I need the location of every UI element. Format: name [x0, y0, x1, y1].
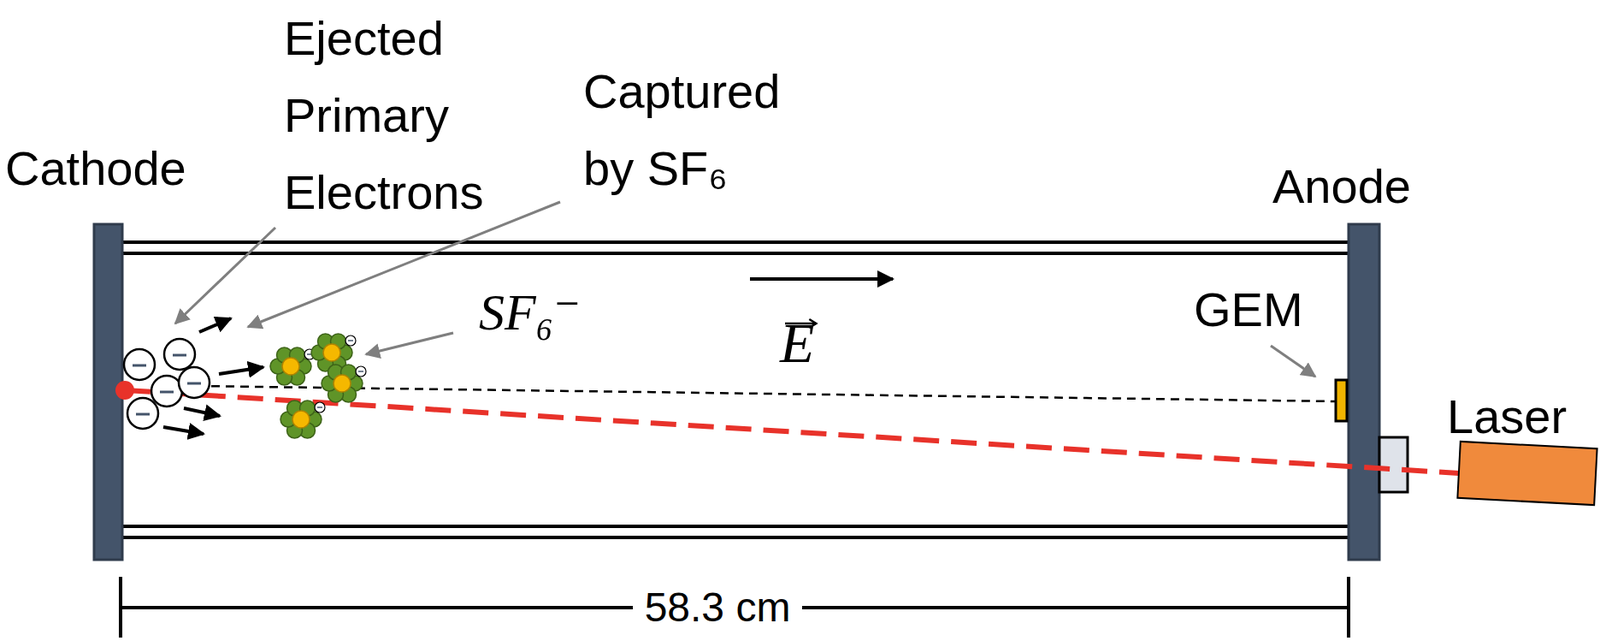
sf6-ion [280, 400, 325, 438]
gem-label: GEM [1193, 271, 1304, 349]
electron [164, 338, 195, 370]
laser-spot [115, 380, 135, 400]
electron [123, 348, 155, 380]
cathode-label: Cathode [5, 129, 187, 207]
dimension-line [120, 576, 1349, 638]
sf6-molecules [270, 333, 367, 438]
electron [127, 397, 159, 429]
laser-window [1379, 436, 1408, 492]
dimension-label: 58.3 cm [632, 584, 803, 631]
electron [151, 375, 183, 407]
anode-label: Anode [1272, 147, 1412, 225]
electron-arrows [163, 318, 264, 434]
electrons [123, 338, 210, 429]
sf6-ion [270, 347, 315, 385]
tube-rail [119, 525, 1352, 538]
tube-rail [119, 242, 1352, 254]
sf6-ion [321, 364, 367, 402]
capture-label: Captured by SF₆ [583, 53, 799, 207]
gem-detector [1335, 379, 1347, 421]
laser-body [1457, 441, 1597, 505]
electron-label: Ejected Primary Electrons [283, 0, 508, 231]
electron [178, 366, 210, 398]
leader-lines [175, 201, 1316, 377]
laser-label: Laser [1446, 377, 1567, 455]
field-label: E [779, 312, 815, 373]
ion-label: SF₆⁻ [478, 282, 581, 343]
laser-beam [124, 389, 1459, 473]
anode-plate [1348, 224, 1380, 560]
field-arrow [749, 277, 893, 281]
drift-path [196, 385, 1336, 402]
